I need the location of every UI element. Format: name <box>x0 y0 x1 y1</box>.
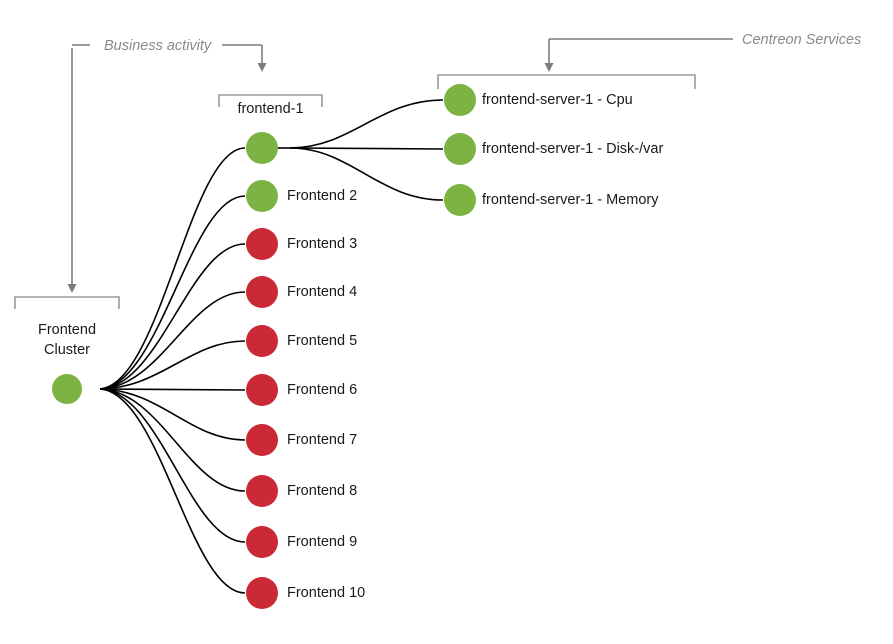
service-edge-svc-cpu <box>289 99 444 149</box>
node-frontend-4[interactable] <box>246 276 278 308</box>
node-svc-cpu[interactable] <box>444 84 476 116</box>
frontend-cluster-node[interactable]: Frontend Cluster <box>38 322 96 404</box>
node-label-frontend-9: Frontend 9 <box>287 534 357 550</box>
node-label-frontend-8: Frontend 8 <box>287 483 357 499</box>
centreon-services-arrow-head <box>544 63 554 72</box>
cluster-edge-frontend-9 <box>99 388 246 543</box>
node-frontend-10[interactable] <box>246 577 278 609</box>
node-label-svc-memory: frontend-server-1 - Memory <box>482 192 659 208</box>
node-svc-memory[interactable] <box>444 184 476 216</box>
node-label-frontend-5: Frontend 5 <box>287 333 357 349</box>
service-edge-group <box>277 99 444 201</box>
node-frontend-7[interactable] <box>246 424 278 456</box>
service-edge-svc-disk-var <box>289 147 444 150</box>
node-frontend-3[interactable] <box>246 228 278 260</box>
cluster-edge-frontend-7 <box>99 388 246 441</box>
node-label-frontend-3: Frontend 3 <box>287 236 357 252</box>
node-frontend-8[interactable] <box>246 475 278 507</box>
node-label-svc-disk-var: frontend-server-1 - Disk-/var <box>482 141 663 157</box>
node-frontend-9[interactable] <box>246 526 278 558</box>
node-frontend-6[interactable] <box>246 374 278 406</box>
business-activity-annotation: Business activity <box>67 38 267 293</box>
bracket-group <box>14 74 696 309</box>
middle-node-group: Frontend 2 Frontend 3 Frontend 4 Frontend 5… <box>246 132 365 609</box>
node-label-frontend-2: Frontend 2 <box>287 188 357 204</box>
node-frontend-1[interactable] <box>246 132 278 164</box>
node-label-frontend-7: Frontend 7 <box>287 432 357 448</box>
business-activity-long-arrow-head <box>67 284 77 293</box>
cluster-edge-frontend-10 <box>99 388 246 594</box>
cluster-edge-frontend-3 <box>99 243 246 390</box>
frontend-cluster-bracket <box>14 296 120 309</box>
node-label-frontend-10: Frontend 10 <box>287 585 365 601</box>
node-label-svc-cpu: frontend-server-1 - Cpu <box>482 92 633 108</box>
cluster-edge-group <box>99 147 246 594</box>
cluster-edge-frontend-2 <box>99 195 246 390</box>
frontend-1-bracket-label: frontend-1 <box>237 101 303 117</box>
frontend-cluster-label-line1: Frontend <box>38 322 96 338</box>
service-edge-svc-memory <box>289 147 444 201</box>
node-frontend-5[interactable] <box>246 325 278 357</box>
cluster-edge-frontend-8 <box>99 388 246 492</box>
centreon-services-label: Centreon Services <box>742 32 861 48</box>
node-svc-disk-var[interactable] <box>444 133 476 165</box>
node-label-frontend-4: Frontend 4 <box>287 284 357 300</box>
business-activity-arrow-head <box>257 63 267 72</box>
frontend-cluster-status-dot[interactable] <box>52 374 82 404</box>
centreon-services-annotation: Centreon Services <box>544 32 861 72</box>
cluster-edge-frontend-5 <box>99 340 246 390</box>
service-node-group: frontend-server-1 - Cpu frontend-server-1… <box>444 84 663 216</box>
centreon-services-bracket <box>437 74 696 89</box>
cluster-edge-frontend-4 <box>99 291 246 390</box>
cluster-edge-frontend-6 <box>99 388 246 391</box>
frontend-cluster-label-line2: Cluster <box>44 342 90 358</box>
node-label-frontend-6: Frontend 6 <box>287 382 357 398</box>
cluster-edge-frontend-1 <box>99 147 246 390</box>
business-activity-label: Business activity <box>104 38 212 54</box>
node-frontend-2[interactable] <box>246 180 278 212</box>
frontend-1-bracket <box>218 94 323 107</box>
